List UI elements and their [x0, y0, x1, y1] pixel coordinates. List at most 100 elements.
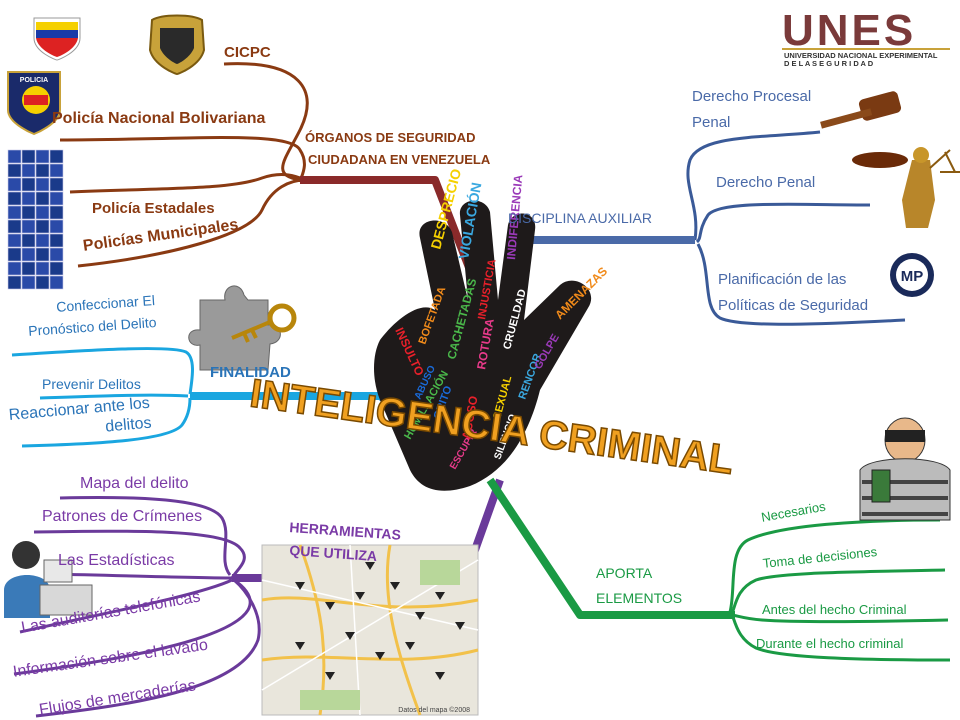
police-badge-tile	[49, 149, 64, 164]
aporta-title-line1: APORTA	[596, 565, 653, 581]
police-badge-tile	[49, 247, 64, 262]
finalidad-item-pronostico: Confeccionar El Pronóstico del Delito	[27, 292, 157, 339]
police-badge-tile	[49, 219, 64, 234]
police-badge-tile	[7, 163, 22, 178]
policia-nacional-badge-logo: POLICIA	[7, 71, 61, 136]
svg-text:UNES: UNES	[782, 6, 916, 55]
puzzle-key-icon	[188, 285, 297, 371]
police-badge-tile	[35, 261, 50, 276]
gavel-icon	[820, 91, 908, 168]
police-badge-tile	[21, 219, 36, 234]
police-badge-tile	[7, 275, 22, 290]
police-badge-tile	[21, 205, 36, 220]
police-badge-tile	[49, 205, 64, 220]
map-pin-icon	[355, 592, 365, 600]
disciplina-title: DISCIPLINA AUXILIAR	[508, 210, 652, 226]
aporta-item-antes: Antes del hecho Criminal	[762, 602, 907, 617]
police-badge-tile	[7, 261, 22, 276]
organos-item-estadales: Policía Estadales	[92, 200, 215, 217]
police-badge-tile	[49, 233, 64, 248]
police-badge-tile	[49, 275, 64, 290]
police-badge-tile	[21, 191, 36, 206]
aporta-branch-lines	[728, 518, 951, 662]
herramientas-item-mapa: Mapa del delito	[80, 475, 189, 492]
map-pin-icon	[365, 562, 375, 570]
finalidad-branch-lines	[11, 347, 194, 448]
organos-title-line2: CIUDADANA EN VENEZUELA	[308, 152, 491, 167]
mp-logo: MP	[890, 253, 934, 297]
police-badge-tile	[49, 191, 64, 206]
justice-statue-icon	[902, 147, 960, 228]
police-badge-tile	[7, 219, 22, 234]
police-badge-tile	[7, 233, 22, 248]
svg-text:POLICIA: POLICIA	[20, 77, 48, 84]
police-badge-tile	[35, 233, 50, 248]
venezuela-shield-logo	[33, 17, 81, 61]
organos-title-line1: ÓRGANOS DE SEGURIDAD	[305, 130, 476, 145]
map-pin-icon	[295, 642, 305, 650]
svg-text:UNIVERSIDAD NACIONAL EXPERIMEN: UNIVERSIDAD NACIONAL EXPERIMENTAL	[784, 51, 938, 60]
police-badge-tile	[49, 163, 64, 178]
map-footer: Datos del mapa ©2008	[398, 706, 470, 714]
police-badges-grid	[7, 149, 64, 290]
organos-item-pnb: Policía Nacional Bolivariana	[52, 110, 266, 127]
svg-text:D E L A S E G U R I D A D: D E L A S E G U R I D A D	[784, 59, 874, 68]
aporta-trunk	[486, 477, 735, 619]
map-pin-icon	[345, 632, 355, 640]
herramientas-item-patrones: Patrones de Crímenes	[42, 508, 203, 525]
disciplina-item-planificacion: Planificación de las Políticas de Seguri…	[718, 271, 869, 314]
map-pin-icon	[455, 622, 465, 630]
disciplina-branch-lines	[686, 130, 906, 326]
police-badge-tile	[35, 247, 50, 262]
police-badge-tile	[35, 191, 50, 206]
map-pin-icon	[325, 672, 335, 680]
crime-map-image: Datos del mapa ©2008	[261, 544, 479, 716]
police-badge-tile	[7, 247, 22, 262]
police-badge-tile	[49, 261, 64, 276]
aporta-title-line2: ELEMENTOS	[596, 590, 683, 606]
police-badge-tile	[7, 177, 22, 192]
police-badge-tile	[35, 177, 50, 192]
map-pin-icon	[405, 642, 415, 650]
herramientas-branch-lines	[13, 496, 261, 718]
police-badge-tile	[35, 275, 50, 290]
map-pin-icon	[295, 582, 305, 590]
police-badge-tile	[7, 191, 22, 206]
disciplina-item-procesal: Derecho Procesal Penal	[692, 88, 812, 131]
police-badge-tile	[21, 261, 36, 276]
police-badge-tile	[21, 177, 36, 192]
police-badge-tile	[7, 205, 22, 220]
organos-item-cicpc: CICPC	[224, 44, 271, 61]
cicpc-badge-logo	[148, 14, 206, 76]
finalidad-item-prevenir: Prevenir Delitos	[42, 376, 141, 392]
svg-text:MP: MP	[901, 268, 924, 285]
map-pin-icon	[435, 592, 445, 600]
map-pin-icon	[375, 652, 385, 660]
police-badge-tile	[35, 205, 50, 220]
police-badge-tile	[21, 163, 36, 178]
police-badge-tile	[35, 219, 50, 234]
police-badge-tile	[35, 163, 50, 178]
finalidad-title: FINALIDAD	[210, 364, 291, 381]
police-badge-tile	[49, 177, 64, 192]
disciplina-item-penal: Derecho Penal	[716, 174, 816, 191]
police-badge-tile	[21, 275, 36, 290]
map-pin-icon	[325, 602, 335, 610]
organos-branch-lines	[59, 62, 309, 268]
police-badge-tile	[21, 149, 36, 164]
thief-icon	[859, 417, 951, 521]
police-badge-tile	[21, 233, 36, 248]
unes-logo: UNES UNIVERSIDAD NACIONAL EXPERIMENTAL D…	[782, 6, 950, 68]
organos-trunk	[300, 176, 474, 272]
police-badge-tile	[7, 149, 22, 164]
police-badge-tile	[35, 149, 50, 164]
herramientas-item-estadisticas: Las Estadísticas	[58, 552, 175, 569]
police-badge-tile	[21, 247, 36, 262]
map-pin-icon	[390, 582, 400, 590]
central-hand	[374, 200, 592, 491]
map-pin-icon	[415, 612, 425, 620]
call-center-operator-icon	[4, 541, 93, 618]
aporta-item-durante: Durante el hecho criminal	[756, 636, 904, 651]
map-pin-icon	[435, 672, 445, 680]
